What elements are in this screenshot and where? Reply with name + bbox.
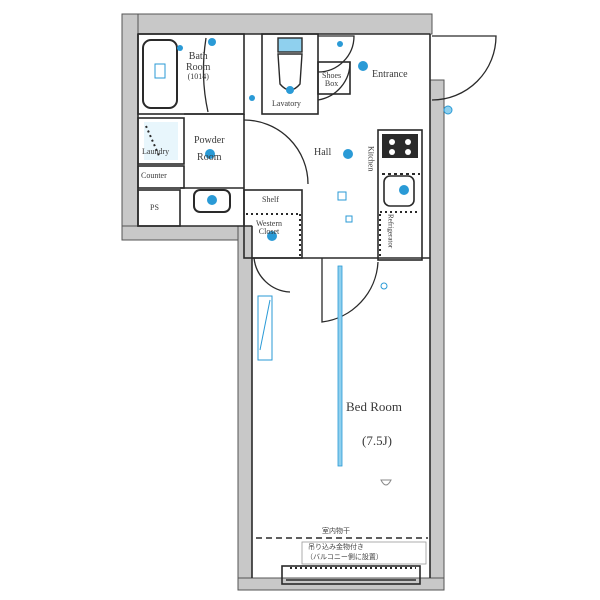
washer-icon bbox=[144, 122, 178, 160]
shelf-label: Shelf bbox=[262, 195, 279, 204]
ceiling-light-icon bbox=[380, 479, 392, 486]
lavatory-label: Lavatory bbox=[272, 99, 301, 108]
bath-room-name: Bath bbox=[188, 51, 208, 62]
refrigerator-label: Refrigerator bbox=[386, 214, 395, 249]
hall-label: Hall bbox=[314, 147, 332, 158]
bath-door bbox=[202, 37, 209, 113]
bath-room-label: Bath Room (1014) bbox=[186, 51, 211, 81]
closet-label: Western Closet bbox=[256, 219, 283, 237]
kitchen-label: Kitchen bbox=[366, 146, 376, 172]
balcony-note-title: 室内物干 bbox=[322, 527, 350, 535]
laundry-label: Laundry bbox=[142, 147, 170, 156]
bathtub-icon bbox=[142, 39, 178, 109]
bath-room-size: (1014) bbox=[187, 72, 209, 81]
bedroom-door bbox=[321, 258, 379, 323]
bed-room-label: Bed Room bbox=[346, 399, 402, 414]
bath-room-name2: Room bbox=[186, 61, 211, 73]
shoes-box-name: Shoes bbox=[322, 71, 342, 80]
outlet-icon bbox=[337, 105, 453, 290]
closet-name: Western bbox=[256, 219, 283, 228]
closet-name2: Closet bbox=[258, 227, 280, 237]
bed-room-size: (7.5J) bbox=[362, 433, 392, 448]
powder-room-label: Powder Room bbox=[194, 135, 225, 163]
light-icon bbox=[177, 38, 368, 241]
powder-door bbox=[243, 119, 309, 185]
toilet-icon bbox=[277, 37, 303, 94]
powder-room-name2: Room bbox=[197, 151, 222, 163]
entrance-door bbox=[431, 35, 497, 101]
kitchen-sink-icon bbox=[383, 175, 415, 207]
powder-room-name: Powder bbox=[194, 135, 225, 146]
balcony-note-line3: （バルコニー側に設置） bbox=[306, 553, 383, 561]
balcony-note-box bbox=[301, 541, 427, 565]
entrance-label: Entrance bbox=[372, 69, 408, 80]
shoes-box-label: Shoes Box bbox=[322, 71, 342, 89]
doors bbox=[202, 35, 497, 323]
closet-door bbox=[253, 257, 291, 293]
shoes-door bbox=[317, 61, 351, 101]
stove-icon bbox=[382, 134, 418, 158]
shoes-box-name2: Box bbox=[324, 79, 339, 89]
inner-lines bbox=[137, 33, 431, 585]
shoebox-door bbox=[317, 35, 355, 73]
counter-label: Counter bbox=[141, 171, 167, 180]
balcony-note-line2: 吊り込み金物付き bbox=[308, 543, 364, 551]
sink-icon bbox=[193, 189, 231, 213]
rod-icon bbox=[257, 265, 343, 467]
dotted-lines bbox=[246, 173, 420, 569]
ps-label: PS bbox=[150, 203, 159, 212]
